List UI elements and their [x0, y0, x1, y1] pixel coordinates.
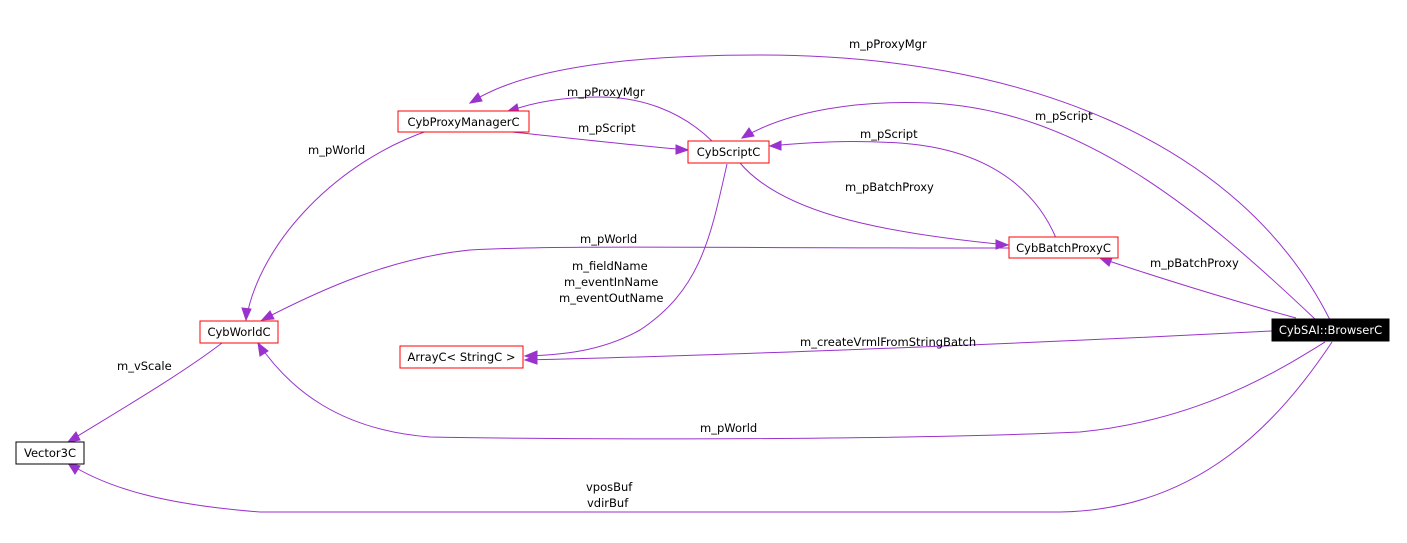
node-vector3[interactable]: Vector3C — [15, 441, 85, 465]
arrow-browser-script — [740, 127, 755, 139]
label-script-batch: m_pBatchProxy — [845, 180, 934, 194]
arrow-world-vector — [66, 431, 81, 443]
label-batch-script: m_pScript — [860, 127, 918, 141]
label-proxymgr-world: m_pWorld — [308, 143, 365, 157]
node-array-string-label: ArrayC< StringC > — [408, 350, 516, 364]
label-script-array-2: m_eventInName — [564, 275, 658, 289]
label-browser-world: m_pWorld — [700, 421, 757, 435]
edge-browser-script — [741, 102, 1317, 321]
edge-script-array — [524, 163, 728, 357]
arrow-browser-array — [523, 354, 538, 365]
node-browser-label: CybSAI::BrowserC — [1279, 323, 1382, 337]
arrow-browser-world — [257, 341, 269, 357]
edge-proxymgr-world — [245, 129, 431, 321]
node-batch-proxy[interactable]: CybBatchProxyC — [1008, 236, 1119, 259]
node-vector3-label: Vector3C — [24, 446, 76, 460]
label-browser-proxymgr: m_pProxyMgr — [849, 37, 927, 51]
edge-browser-array — [524, 330, 1273, 361]
node-array-string[interactable]: ArrayC< StringC > — [399, 345, 524, 369]
node-proxy-manager-label: CybProxyManagerC — [407, 115, 519, 129]
edge-browser-proxymgr — [469, 54, 1331, 321]
label-batch-world: m_pWorld — [580, 232, 637, 246]
label-browser-batch: m_pBatchProxy — [1150, 256, 1239, 270]
node-world[interactable]: CybWorldC — [199, 320, 279, 344]
edge-browser-world — [257, 341, 1326, 440]
edge-labels: m_pProxyMgr m_pScript m_pProxyMgr m_pScr… — [117, 37, 1239, 510]
node-proxy-manager-box[interactable] — [397, 110, 530, 133]
label-world-vector: m_vScale — [117, 359, 172, 373]
label-script-array-1: m_fieldName — [572, 259, 648, 273]
label-script-array-3: m_eventOutName — [559, 291, 663, 305]
arrow-batch-script — [768, 140, 782, 151]
node-vector3-box[interactable] — [15, 441, 85, 465]
node-world-label: CybWorldC — [207, 325, 270, 339]
label-browser-script: m_pScript — [1035, 109, 1093, 123]
node-browser-box[interactable] — [1271, 318, 1390, 342]
node-script-label: CybScriptC — [697, 145, 761, 159]
edge-proxymgr-script — [511, 131, 689, 151]
arrow-browser-vector — [66, 462, 81, 475]
arrow-proxymgr-world — [241, 307, 252, 322]
edge-batch-script — [769, 141, 1057, 239]
node-proxy-manager[interactable]: CybProxyManagerC — [397, 110, 530, 133]
node-batch-proxy-box[interactable] — [1008, 236, 1119, 259]
node-array-string-box[interactable] — [399, 345, 524, 369]
edge-script-proxymgr — [506, 96, 713, 142]
arrow-browser-batch — [1098, 257, 1113, 267]
arrow-script-batch — [995, 239, 1010, 250]
label-browser-array: m_createVrmlFromStringBatch — [800, 335, 976, 349]
label-browser-vector-1: vposBuf — [586, 480, 633, 494]
arrow-batch-world — [260, 310, 275, 321]
edge-script-batch — [739, 162, 1009, 246]
node-batch-proxy-label: CybBatchProxyC — [1016, 241, 1111, 255]
label-proxymgr-script: m_pScript — [578, 121, 636, 135]
edges — [66, 54, 1333, 514]
edge-world-vector — [67, 342, 223, 443]
arrow-proxymgr-script — [675, 144, 690, 155]
nodes: CybProxyManagerC CybScriptC CybBatchProx… — [15, 110, 1390, 465]
label-script-proxymgr: m_pProxyMgr — [567, 85, 645, 99]
node-browser[interactable]: CybSAI::BrowserC — [1271, 318, 1390, 342]
edge-batch-world — [261, 246, 1011, 321]
edge-browser-batch — [1099, 257, 1297, 319]
node-world-box[interactable] — [199, 320, 279, 344]
node-script[interactable]: CybScriptC — [687, 140, 770, 164]
label-browser-vector-2: vdirBuf — [587, 496, 629, 510]
node-script-box[interactable] — [687, 140, 770, 164]
arrow-browser-proxymgr — [468, 92, 483, 104]
